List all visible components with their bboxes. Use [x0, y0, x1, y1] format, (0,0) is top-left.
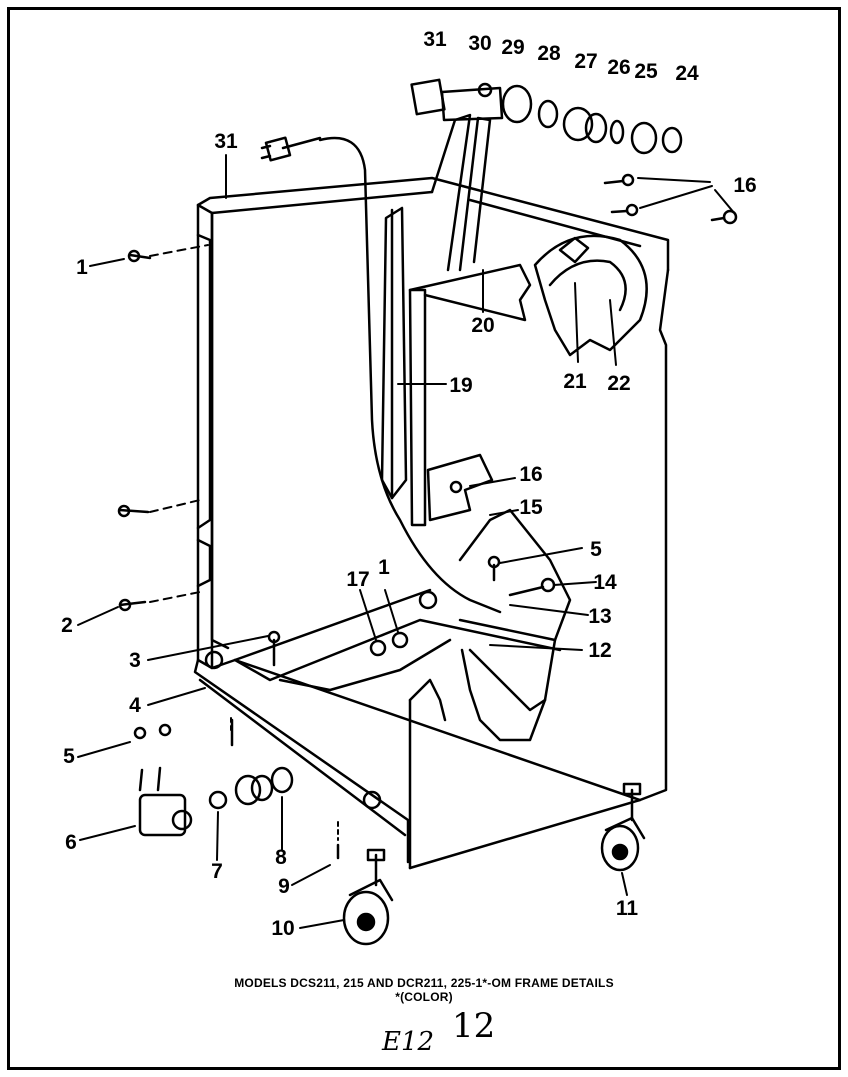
label-28: 29: [501, 36, 524, 59]
label-6: 6: [65, 831, 77, 854]
label-31: 31: [214, 130, 238, 153]
label-23: 24: [675, 62, 699, 85]
label-30: 31: [423, 28, 447, 51]
label-5-left: 5: [63, 745, 75, 768]
label-2: 2: [61, 614, 73, 637]
label-13: 13: [588, 605, 611, 628]
label-4: 4: [129, 694, 141, 717]
water-valve-6: [133, 723, 193, 837]
leader-lines: [77, 154, 736, 929]
label-21: 21: [563, 370, 587, 393]
label-17: 17: [346, 568, 369, 591]
label-27: 28: [537, 42, 561, 65]
label-5-right: 5: [590, 538, 602, 561]
label-16-top: 16: [733, 174, 756, 197]
label-9: 9: [278, 875, 290, 898]
label-1-top: 1: [76, 256, 88, 279]
page-border: [7, 7, 841, 1070]
label-7: 7: [211, 860, 223, 883]
screws-left: [117, 249, 281, 667]
label-8: 8: [275, 846, 287, 869]
diagram-caption: MODELS DCS211, 215 AND DCR211, 225-1*-OM…: [234, 976, 614, 990]
screws-16: [369, 173, 738, 657]
label-29: 30: [468, 32, 491, 55]
label-24: 25: [634, 60, 658, 83]
label-19: 19: [449, 374, 472, 397]
cabinet-frame: [117, 78, 738, 946]
handwritten-mark: E12: [382, 1027, 435, 1057]
label-1-mid: 1: [378, 556, 390, 579]
part-number-labels: 31 30 29 28 27 26 25 24 31 16 1 20 21 22…: [61, 28, 757, 940]
label-10: 10: [271, 917, 294, 940]
label-26: 27: [574, 50, 597, 73]
label-12: 12: [588, 639, 611, 662]
fittings-7-8: [208, 718, 340, 860]
label-22: 22: [607, 372, 630, 395]
inlet-hose-assembly: [410, 78, 683, 155]
label-20: 20: [471, 314, 494, 337]
diagram-caption-color-note: *(COLOR): [395, 990, 453, 1004]
label-15: 15: [519, 496, 543, 519]
caster-wheel-11: [600, 782, 646, 872]
caster-wheel-10: [342, 848, 394, 946]
label-3: 3: [129, 649, 141, 672]
label-14: 14: [593, 571, 617, 594]
handwritten-mark-number: 12: [452, 1006, 496, 1046]
label-11: 11: [616, 897, 639, 920]
label-16-mid: 16: [519, 463, 542, 486]
label-25: 26: [607, 56, 630, 79]
